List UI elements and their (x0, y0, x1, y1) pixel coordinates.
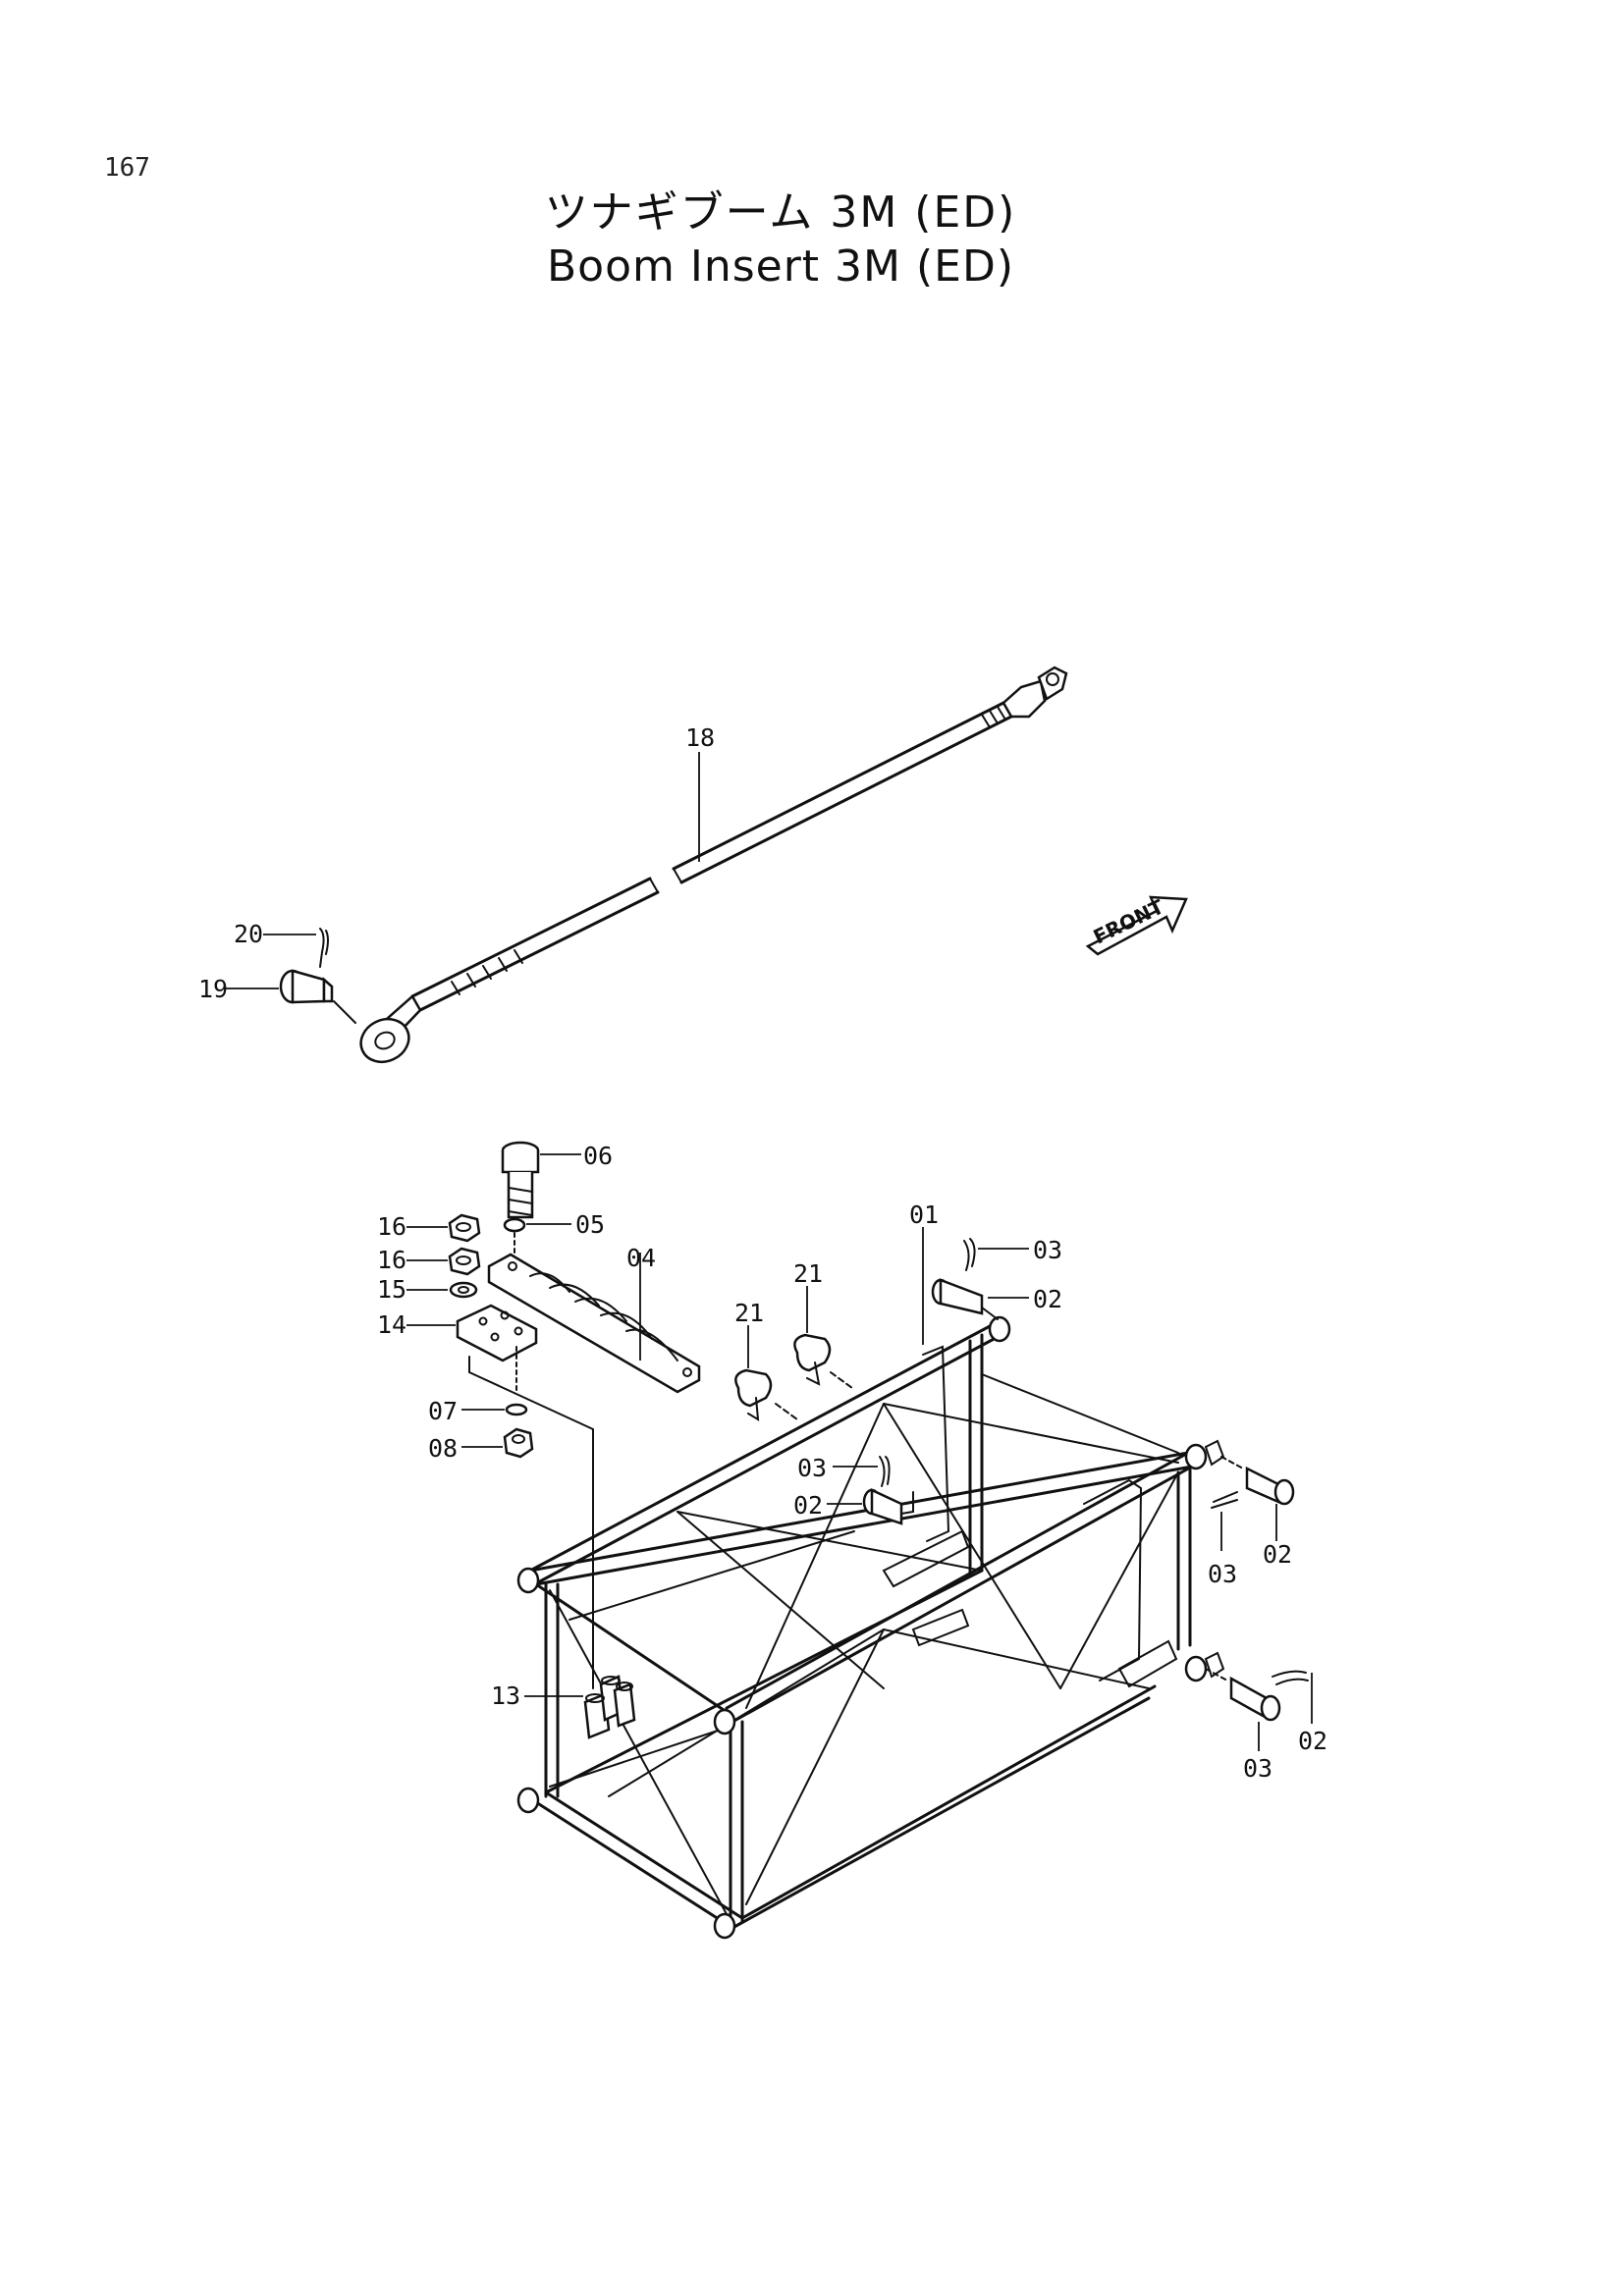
label-16-upper: 16 (377, 1212, 406, 1241)
cotter-pin-20 (263, 928, 329, 968)
label-03-bottom: 03 (1243, 1754, 1272, 1783)
label-15: 15 (377, 1275, 406, 1304)
label-18: 18 (685, 723, 715, 752)
part-labels: 18 20 19 06 05 04 16 16 15 14 07 08 01 0… (198, 723, 1327, 1783)
label-16-lower: 16 (377, 1246, 406, 1274)
clamp-21-right (793, 1286, 853, 1389)
page-number: 167 (104, 153, 150, 183)
label-05: 05 (575, 1210, 605, 1239)
label-07: 07 (428, 1397, 458, 1425)
label-06: 06 (583, 1142, 613, 1170)
label-02-right: 02 (1263, 1540, 1292, 1569)
bolt-group-13 (524, 1675, 636, 1739)
label-13: 13 (491, 1682, 520, 1710)
plate-04 (487, 1253, 701, 1394)
plate-14 (406, 1304, 594, 1689)
bolt-06 (501, 1141, 581, 1219)
pin-02-center (827, 1488, 914, 1525)
nut-16-upper (406, 1213, 481, 1243)
pin-02-right (1220, 1456, 1295, 1541)
label-20: 20 (234, 920, 263, 948)
boom-insert-frame (516, 1227, 1225, 1940)
label-08: 08 (428, 1434, 458, 1463)
pendant-rod (359, 666, 1068, 1064)
nut-08 (461, 1427, 534, 1459)
label-02-bottom: 02 (1298, 1727, 1327, 1755)
label-14: 14 (377, 1310, 406, 1339)
washer-07 (461, 1403, 528, 1416)
title-english: Boom Insert 3M (ED) (546, 241, 1014, 292)
pin-03-bottom (1205, 1668, 1281, 1751)
front-direction-marker: FRONT (1085, 894, 1188, 956)
cotter-02-bottom (1272, 1670, 1313, 1724)
title-japanese: ツナギブーム 3M (ED) (544, 187, 1017, 238)
label-04: 04 (626, 1244, 656, 1272)
pin-02-top (931, 1278, 1029, 1320)
washer-05 (503, 1217, 571, 1257)
cotter-03-top (963, 1238, 1029, 1271)
label-21-left: 21 (734, 1299, 764, 1327)
washer-15 (406, 1281, 478, 1299)
label-03-right: 03 (1208, 1560, 1237, 1588)
label-03-top: 03 (1033, 1236, 1062, 1264)
clamp-21-left (734, 1325, 798, 1421)
cotter-03-right (1211, 1491, 1238, 1551)
label-02-center: 02 (793, 1491, 823, 1520)
label-01: 01 (909, 1201, 939, 1229)
label-03-center: 03 (797, 1454, 827, 1482)
pin-19 (226, 969, 356, 1024)
label-19: 19 (198, 975, 228, 1003)
label-02-top: 02 (1033, 1285, 1062, 1313)
cotter-03-center (833, 1456, 891, 1487)
nut-16-lower (406, 1247, 481, 1276)
label-21-right: 21 (793, 1259, 823, 1288)
